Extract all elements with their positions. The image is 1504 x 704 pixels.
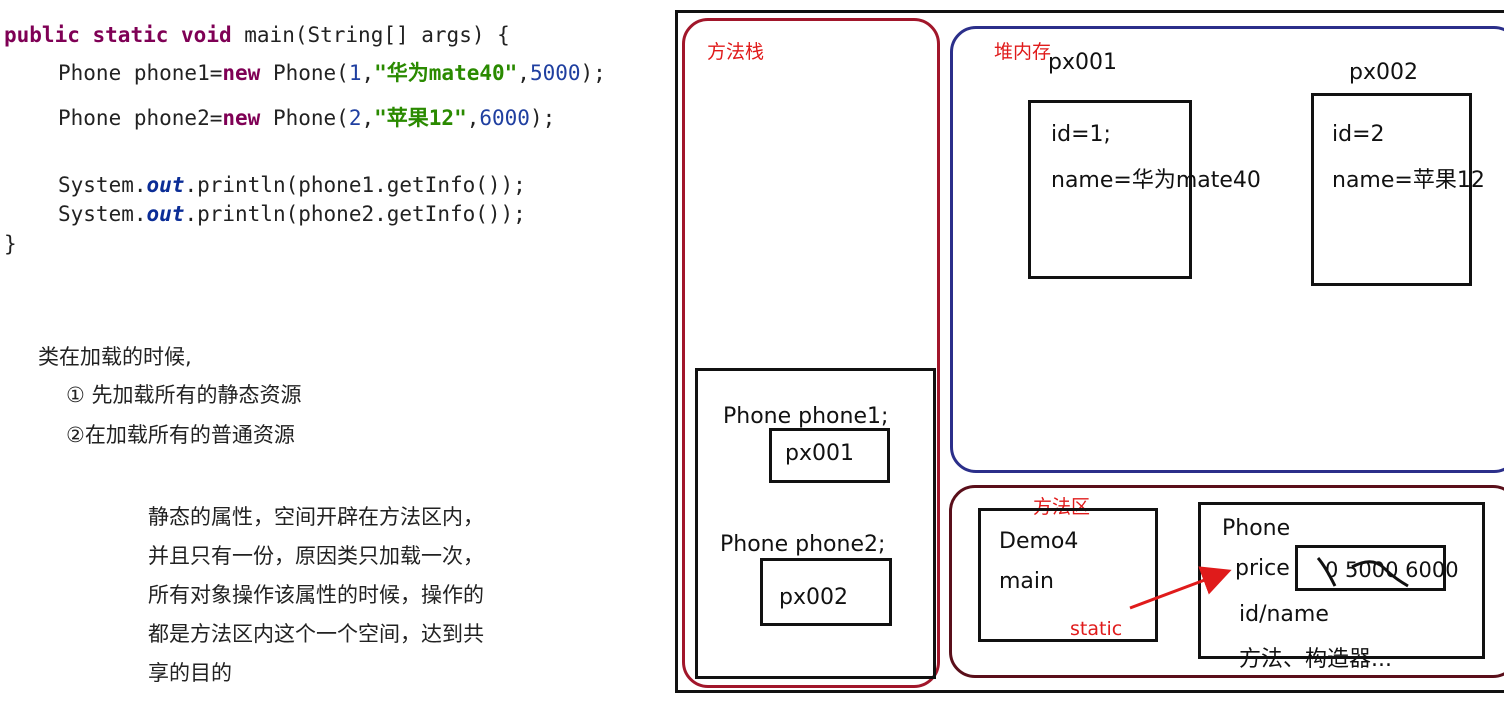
method-stack-label: 方法栈	[707, 41, 765, 63]
stack-ref-px001: px001	[785, 441, 854, 466]
code-text: .println(phone2.getInfo());	[184, 202, 526, 226]
phone-price-label: price	[1235, 556, 1290, 581]
stack-var-phone2: Phone phone2;	[720, 532, 886, 557]
note-step-2: ②在加载所有的普通资源	[66, 423, 295, 447]
explanation-line: 并且只有一份，原因类只加载一次，	[148, 544, 484, 568]
heap-addr-px002: px002	[1349, 60, 1418, 85]
code-text: ,	[466, 106, 480, 130]
explanation-line: 享的目的	[148, 661, 232, 685]
explanation-line: 静态的属性，空间开辟在方法区内，	[148, 505, 484, 529]
stack-ref-box-1	[769, 428, 890, 483]
code-text: .println(phone1.getInfo());	[184, 173, 526, 197]
code-text: ,	[361, 106, 375, 130]
code-text: );	[529, 106, 556, 130]
note-step-1: ① 先加载所有的静态资源	[66, 383, 302, 407]
stack-var-phone1: Phone phone1;	[723, 404, 889, 429]
explanation-line: 所有对象操作该属性的时候，操作的	[148, 583, 484, 607]
code-text: ,	[517, 61, 530, 85]
code-text: Phone phone1=	[58, 61, 223, 85]
code-text: Phone phone2=	[58, 106, 223, 130]
code-text: System.	[58, 202, 147, 226]
main-stack-frame	[695, 368, 936, 679]
phone-methods: 方法、构造器...	[1239, 647, 1392, 672]
code-text: );	[580, 61, 606, 85]
keyword-new: new	[222, 61, 261, 85]
static-explanation: 静态的属性，空间开辟在方法区内， 并且只有一份，原因类只加载一次， 所有对象操作…	[148, 498, 484, 693]
code-text: Phone(	[272, 61, 349, 85]
heap-addr-px001: px001	[1048, 50, 1117, 75]
number-literal: 2	[348, 106, 362, 130]
phone2-id: id=2	[1332, 122, 1385, 147]
string-literal: "苹果12"	[374, 106, 467, 130]
code-line-4: System.out.println(phone1.getInfo());	[58, 175, 526, 196]
number-literal: 5000	[529, 61, 581, 85]
heap-label: 堆内存	[994, 41, 1052, 63]
code-text: ,	[361, 61, 375, 85]
number-literal: 6000	[479, 106, 530, 130]
number-literal: 1	[348, 61, 362, 85]
keyword-static: static	[92, 23, 169, 47]
keyword-void: void	[181, 23, 232, 47]
note-intro: 类在加载的时候,	[38, 345, 192, 369]
code-line-6: }	[4, 232, 17, 256]
phone-class-name: Phone	[1222, 516, 1291, 541]
demo4-class-name: Demo4	[999, 529, 1079, 554]
explanation-line: 都是方法区内这个一个空间，达到共	[148, 622, 484, 646]
heap-object-phone2	[1311, 93, 1472, 286]
heap-object-phone1	[1028, 100, 1192, 279]
static-field: out	[146, 173, 185, 197]
code-text: System.	[58, 173, 147, 197]
method-stack-area	[682, 18, 940, 688]
static-annotation-label: static	[1070, 618, 1123, 640]
stack-ref-px002: px002	[779, 585, 848, 610]
stack-ref-box-2	[760, 558, 892, 626]
code-line-5: System.out.println(phone2.getInfo());	[58, 204, 526, 225]
code-line-2: Phone phone1=new Phone(1,"华为mate40",5000…	[58, 63, 606, 84]
phone1-name: name=华为mate40	[1051, 168, 1261, 193]
static-field: out	[146, 202, 185, 226]
main-signature: main(String[] args) {	[244, 23, 510, 47]
code-text: Phone(	[272, 106, 349, 130]
code-line-3: Phone phone2=new Phone(2,"苹果12",6000);	[58, 108, 555, 129]
demo4-main-method: main	[999, 569, 1054, 594]
memory-diagram-frame	[675, 10, 1504, 693]
code-line-1: public static void main(String[] args) {	[4, 25, 510, 46]
phone-fields: id/name	[1239, 602, 1329, 627]
string-literal: "华为mate40"	[374, 61, 518, 85]
static-price-box	[1295, 545, 1446, 591]
method-area	[949, 485, 1504, 678]
phone1-id: id=1;	[1051, 122, 1111, 147]
keyword-public: public	[4, 23, 80, 47]
method-area-label: 方法区	[1033, 496, 1091, 518]
heap-area	[950, 26, 1504, 473]
phone2-name: name=苹果12	[1332, 168, 1485, 193]
price-values: 0 5000 6000	[1325, 558, 1459, 582]
keyword-new: new	[222, 106, 261, 130]
